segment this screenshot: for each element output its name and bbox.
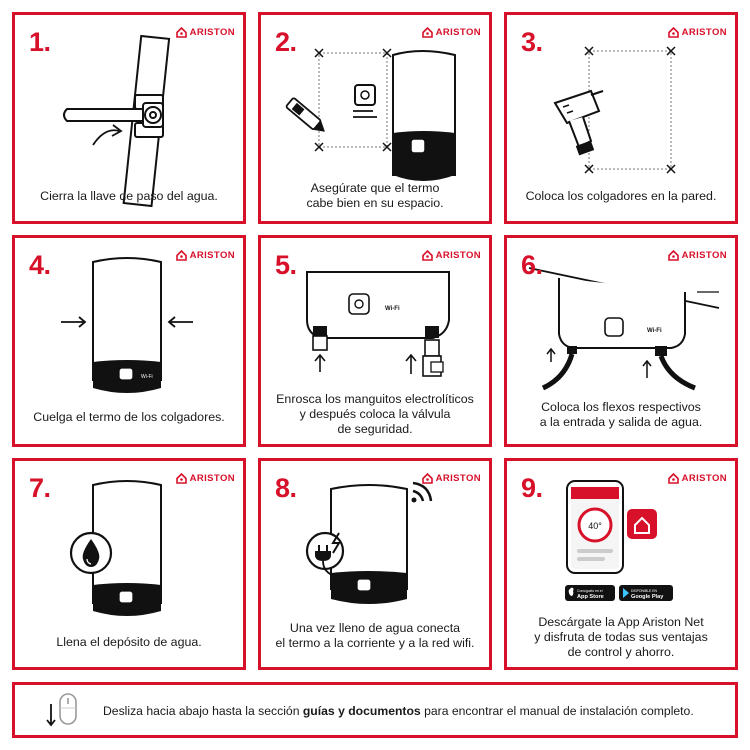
hang-heater-illustration: Wi-Fi bbox=[61, 257, 193, 393]
app-download-illustration: 40° Consíguelo en el App Store DISPONIBL… bbox=[565, 480, 673, 601]
wifi-label: Wi-Fi bbox=[141, 374, 153, 380]
brand-name: ARISTON bbox=[435, 249, 481, 261]
step-number: 4. bbox=[29, 250, 51, 280]
step-card-9: 40° Consíguelo en el App Store DISPONIBL… bbox=[504, 458, 738, 670]
house-icon bbox=[421, 26, 433, 38]
brand-name: ARISTON bbox=[435, 472, 481, 484]
step-number: 6. bbox=[521, 250, 543, 280]
footer-text-after: para encontrar el manual de instalación … bbox=[420, 704, 694, 718]
step-card-5: Wi-Fi 5. ARISTON Enrosca los manguitos e… bbox=[258, 235, 492, 447]
house-icon bbox=[175, 472, 187, 484]
appstore-name: App Store bbox=[577, 594, 604, 600]
ariston-logo: ARISTON bbox=[421, 25, 481, 39]
caption-line: Cierra la llave de paso del agua. bbox=[40, 189, 218, 203]
step-caption: Coloca los flexos respectivos a la entra… bbox=[513, 400, 729, 430]
brand-name: ARISTON bbox=[681, 472, 727, 484]
footer-text: Desliza hacia abajo hasta la sección guí… bbox=[103, 704, 694, 718]
drill-wall-illustration bbox=[553, 46, 676, 174]
ariston-logo: ARISTON bbox=[667, 248, 727, 262]
brand-name: ARISTON bbox=[189, 26, 235, 38]
step-number: 3. bbox=[521, 27, 543, 57]
caption-line: Llena el depósito de agua. bbox=[56, 635, 202, 649]
step-card-1: 1. ARISTON Cierra la llave de paso del a… bbox=[12, 12, 246, 224]
step-number: 9. bbox=[521, 473, 543, 503]
brand-name: ARISTON bbox=[189, 472, 235, 484]
ariston-logo: ARISTON bbox=[175, 25, 235, 39]
brand-name: ARISTON bbox=[189, 249, 235, 261]
step-card-4: Wi-Fi 4. ARISTON Cuelga el termo de los … bbox=[12, 235, 246, 447]
step-card-7: 7. ARISTON Llena el depósito de agua. bbox=[12, 458, 246, 670]
svg-text:Wi-Fi: Wi-Fi bbox=[385, 306, 400, 312]
step-number: 1. bbox=[29, 27, 51, 57]
power-wifi-illustration bbox=[305, 481, 433, 604]
step-card-6: Wi-Fi 6. ARISTON Coloca los flexos respe… bbox=[504, 235, 738, 447]
step-caption: Enrosca los manguitos electrolíticos y d… bbox=[267, 392, 483, 437]
caption-line: Enrosca los manguitos electrolíticos bbox=[276, 392, 474, 406]
ariston-logo: ARISTON bbox=[667, 25, 727, 39]
house-icon bbox=[421, 472, 433, 484]
caption-line: Descárgate la App Ariston Net bbox=[538, 615, 704, 629]
svg-text:Wi-Fi: Wi-Fi bbox=[647, 328, 662, 334]
step-card-8: 8. ARISTON Una vez lleno de agua conecta… bbox=[258, 458, 492, 670]
step-number: 7. bbox=[29, 473, 51, 503]
ariston-logo: ARISTON bbox=[421, 471, 481, 485]
caption-line: y disfruta de todas sus ventajas bbox=[534, 630, 708, 644]
caption-line: Una vez lleno de agua conecta bbox=[289, 621, 461, 635]
brand-name: ARISTON bbox=[435, 26, 481, 38]
caption-line: y después coloca la válvula bbox=[299, 407, 451, 421]
caption-line: Coloca los flexos respectivos bbox=[541, 400, 701, 414]
caption-line: de seguridad. bbox=[337, 422, 413, 436]
appstore-small-text: Consíguelo en el bbox=[577, 589, 603, 593]
footer-text-bold: guías y documentos bbox=[302, 704, 421, 718]
footer-banner: Desliza hacia abajo hasta la sección guí… bbox=[12, 682, 738, 738]
house-icon bbox=[667, 249, 679, 261]
ariston-logo: ARISTON bbox=[421, 248, 481, 262]
step-caption: Cuelga el termo de los colgadores. bbox=[21, 410, 237, 425]
flex-hoses-illustration: Wi-Fi bbox=[528, 267, 720, 391]
footer-text-before: Desliza hacia abajo hasta la sección bbox=[103, 704, 303, 718]
caption-line: cabe bien en su espacio. bbox=[306, 196, 444, 210]
step-caption: Descárgate la App Ariston Net y disfruta… bbox=[513, 615, 729, 660]
house-icon bbox=[667, 26, 679, 38]
googleplay-small-text: DISPONIBLE EN bbox=[631, 589, 658, 593]
ariston-logo: ARISTON bbox=[175, 248, 235, 262]
googleplay-name: Google Play bbox=[631, 594, 664, 600]
phone-temperature: 40° bbox=[588, 521, 602, 531]
step-card-3: 3. ARISTON Coloca los colgadores en la p… bbox=[504, 12, 738, 224]
house-icon bbox=[175, 249, 187, 261]
brand-name: ARISTON bbox=[681, 26, 727, 38]
step-caption: Llena el depósito de agua. bbox=[21, 635, 237, 650]
step-number: 5. bbox=[275, 250, 297, 280]
measure-space-illustration bbox=[285, 48, 456, 181]
ariston-logo: ARISTON bbox=[667, 471, 727, 485]
caption-line: Coloca los colgadores en la pared. bbox=[525, 189, 717, 203]
caption-line: de control y ahorro. bbox=[567, 645, 675, 659]
house-icon bbox=[175, 26, 187, 38]
step-number: 8. bbox=[275, 473, 297, 503]
step-number: 2. bbox=[275, 27, 297, 57]
step-caption: Una vez lleno de agua conecta el termo a… bbox=[267, 621, 483, 651]
caption-line: Asegúrate que el termo bbox=[310, 181, 440, 195]
scroll-mouse-icon bbox=[46, 693, 77, 727]
ariston-logo: ARISTON bbox=[175, 471, 235, 485]
close-valve-illustration bbox=[63, 34, 171, 208]
fill-water-illustration bbox=[69, 480, 162, 616]
caption-line: el termo a la corriente y a la red wifi. bbox=[275, 636, 475, 650]
step-caption: Coloca los colgadores en la pared. bbox=[513, 189, 729, 204]
step-caption: Cierra la llave de paso del agua. bbox=[21, 189, 237, 204]
caption-line: a la entrada y salida de agua. bbox=[539, 415, 703, 429]
caption-line: Cuelga el termo de los colgadores. bbox=[33, 410, 225, 424]
brand-name: ARISTON bbox=[681, 249, 727, 261]
step-caption: Asegúrate que el termo cabe bien en su e… bbox=[267, 181, 483, 211]
step-card-2: 2. ARISTON Asegúrate que el termo cabe b… bbox=[258, 12, 492, 224]
house-icon bbox=[667, 472, 679, 484]
house-icon bbox=[421, 249, 433, 261]
fittings-illustration: Wi-Fi bbox=[306, 271, 450, 377]
